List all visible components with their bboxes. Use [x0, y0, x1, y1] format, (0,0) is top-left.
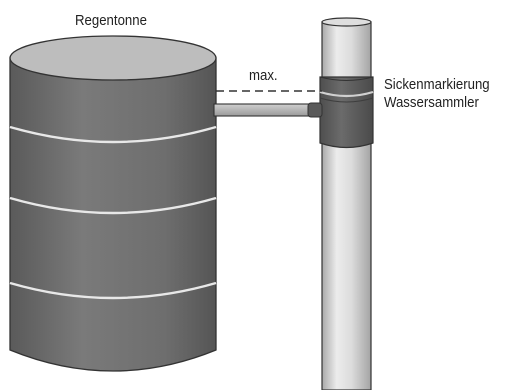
max-label: max.	[249, 67, 278, 84]
barrel-rib	[9, 281, 217, 300]
barrel-label: Regentonne	[75, 12, 147, 29]
barrel-rib	[9, 196, 217, 215]
rain-barrel	[9, 35, 217, 372]
connection-hose	[213, 102, 323, 118]
barrel-rib	[9, 125, 217, 144]
marking-label: Sickenmarkierung	[384, 76, 490, 93]
collector-label: Wassersammler	[384, 94, 479, 111]
downpipe	[321, 17, 372, 390]
water-collector	[319, 76, 374, 149]
